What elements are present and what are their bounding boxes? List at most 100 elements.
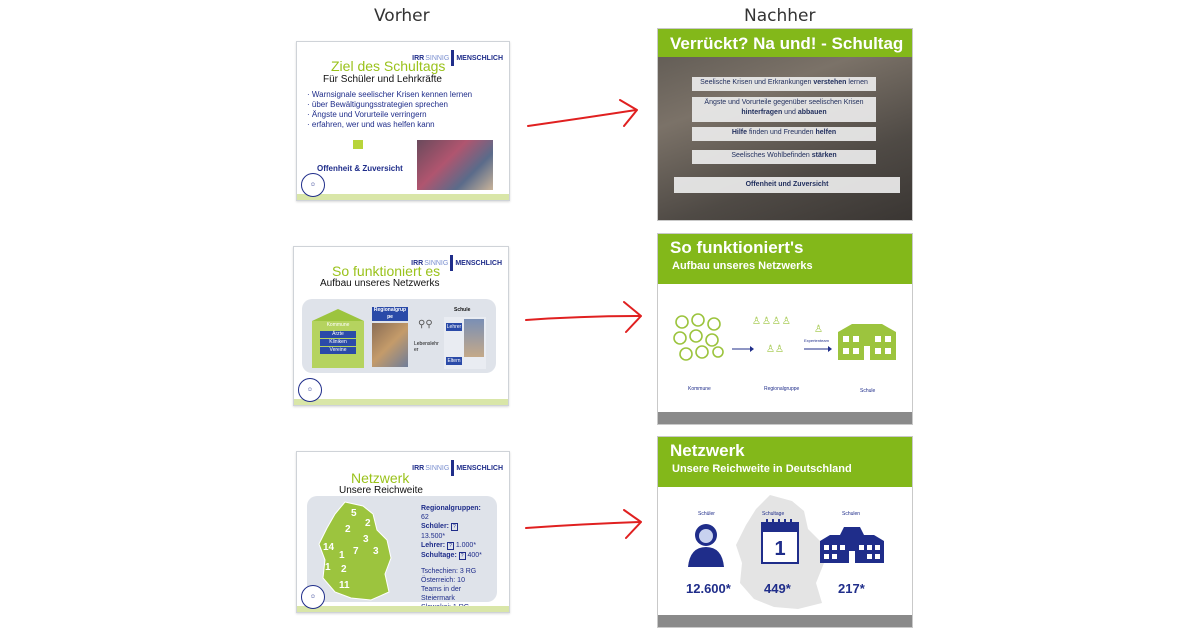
student-icon [688,524,724,567]
schule-caption: Schule [860,388,876,394]
map-number: 1 [325,562,331,573]
slide-title: Netzwerk [351,470,410,486]
map-number: 1 [339,550,345,561]
lehrer-label: Lehrer [446,323,462,331]
students-photo [464,319,484,357]
image-placeholder-icon: ? [450,523,458,531]
slide-subtitle: Für Schüler und Lehrkräfte [323,74,442,85]
new-slide-network: So funktioniert's Aufbau unseres Netzwer… [657,233,913,425]
slide-header: So funktioniert's Aufbau unseres Netzwer… [658,234,912,284]
map-number: 7 [353,546,359,557]
slide-title: Netzwerk [670,441,745,460]
intl-item: Teams in der [421,586,462,593]
goal-item: Ängste und Vorurteile gegenüber seelisch… [692,97,876,122]
kommune-caption: Kommune [688,386,711,392]
new-slide-reach: Netzwerk Unsere Reichweite in Deutschlan… [657,436,913,628]
school-building-icon [838,324,896,360]
map-number: 2 [345,524,351,535]
image-placeholder-icon: ? [458,552,466,560]
stat-label: Regionalgruppen: [421,505,481,512]
logo-bar-icon [451,50,455,66]
stat-value: 1.000* [455,542,477,549]
badge-logo-icon: ☺ [298,378,322,402]
bullet-item: erfahren, wer und was helfen kann [307,120,477,130]
goal-item: Hilfe finden und Freunden helfen [692,127,876,141]
stat-label: Schüler: [421,523,450,530]
badge-logo-icon: ☺ [301,585,325,609]
intl-item: Steiermark [421,595,455,602]
arrow-icon [732,346,754,352]
after-label: Nachher [744,6,816,26]
image-placeholder-icon: ? [447,542,454,550]
stat-number: 217* [838,581,865,596]
stack-item: Kliniken [320,339,356,346]
school-panel: Lehrer Eltern [444,317,486,369]
stat-value: 400* [467,552,482,559]
logo-bar-icon [450,255,454,271]
footer-bar [658,412,912,424]
red-arrow-icon [525,301,642,333]
stats-list: Regionalgruppen: 62 Schüler: ? 13.500* L… [421,504,497,612]
badge-logo-icon: ☺ [301,173,325,197]
item-caption: Schüler [698,511,715,517]
footer-bar [658,615,912,627]
footer-bar [297,606,509,612]
stat-number: 449* [764,581,791,596]
bullet-item: über Bewältigungsstrategien sprechen [307,100,477,110]
slide-title: Ziel des Schultags [331,58,446,74]
closing-text: Offenheit & Zuversicht [317,164,403,173]
slide-subtitle: Aufbau unseres Netzwerks [672,260,813,272]
map-number: 2 [365,518,371,529]
lebenslehrer-label: Lebenslehr er [414,341,439,353]
map-number: 11 [339,580,350,591]
footer-bar [297,194,509,200]
closing-item: Offenheit und Zuversicht [674,177,900,193]
slide-subtitle: Unsere Reichweite in Deutschland [672,463,852,475]
slide-title: Verrückt? Na und! - Schultag [670,34,904,53]
people-group-icon: ♙♙ [766,344,784,355]
item-caption: Schulen [842,511,861,517]
red-arrow-icon [527,99,638,127]
slide-title: So funktioniert es [332,263,441,279]
map-number: 14 [323,542,335,553]
group-photo [372,323,408,367]
roof-icon [312,309,364,321]
stack-item: Vereine [320,347,356,354]
stat-value: 62 [421,514,429,521]
school-building-icon [820,527,884,563]
schule-label: Schule [454,307,471,313]
intl-item: Tschechien: 3 RG [421,568,477,575]
germany-map-icon: 5 2 2 14 3 1 7 3 1 2 11 [318,501,392,601]
goal-item: Seelische Krisen und Erkrankungen verste… [692,77,876,91]
slide-subtitle: Aufbau unseres Netzwerks [320,278,440,289]
bullet-item: Warnsignale seelischer Krisen kennen ler… [307,90,477,100]
regional-caption: Regionalgruppe [764,386,800,392]
map-number: 3 [363,534,369,545]
slide-header: Netzwerk Unsere Reichweite in Deutschlan… [658,437,912,487]
stat-label: Schultage: [421,552,457,559]
bullet-item: Ängste und Vorurteile verringern [307,110,477,120]
people-group-icon: ♙♙♙♙ [752,316,792,327]
goal-item: Seelisches Wohlbefinden stärken [692,150,876,164]
bullet-list: Warnsignale seelischer Krisen kennen ler… [307,90,477,130]
item-caption: Schultage [762,511,785,517]
regional-label: Regionalgrup pe [372,307,408,321]
logo-bar-icon [451,460,455,476]
calendar-icon: 1 [761,519,799,564]
down-arrow-icon [353,140,363,149]
slide-title: So funktioniert's [670,238,804,257]
intl-item: Österreich: 10 [421,577,465,584]
experten-label: Expertenteam [804,338,829,343]
stat-number: 12.600* [686,581,731,596]
map-number: 5 [351,508,357,519]
classroom-photo [417,140,493,190]
kommune-label: Kommune [326,322,350,328]
slide-subtitle: Unsere Reichweite [339,485,423,496]
stack-item: Ärzte [320,331,356,338]
